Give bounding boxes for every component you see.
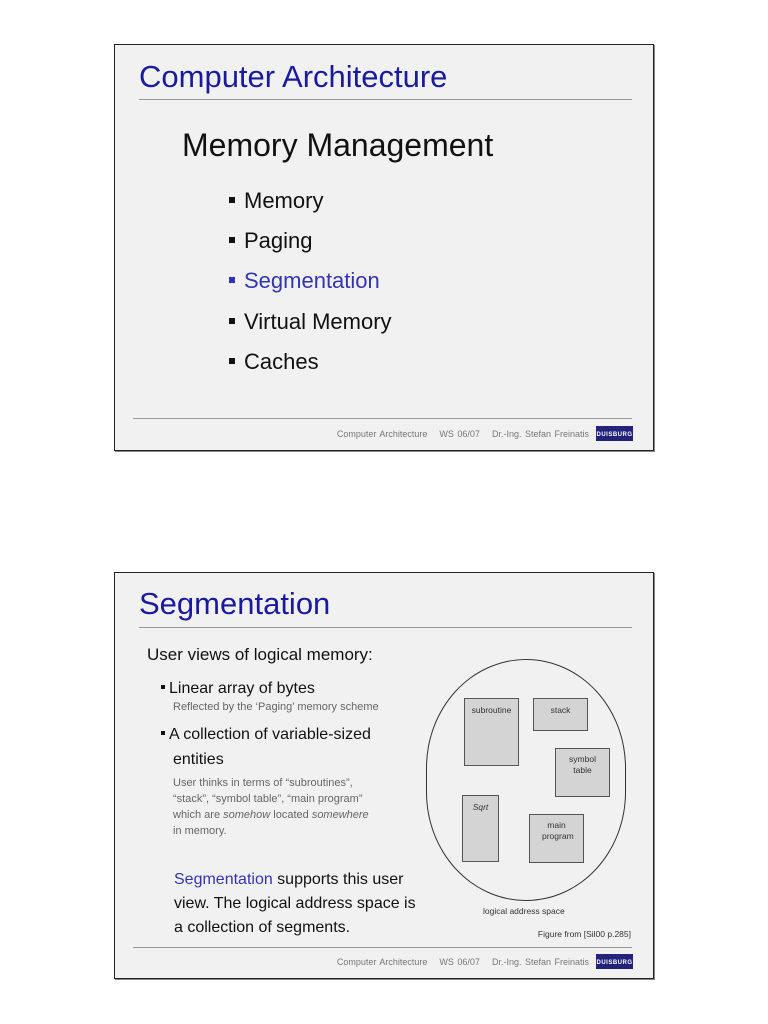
bullet-segmentation: Segmentation: [229, 268, 380, 294]
slide-title: Computer Architecture: [139, 59, 448, 94]
footer-divider: [133, 418, 632, 419]
figure-caption: logical address space: [483, 906, 565, 916]
title-divider: [139, 99, 632, 100]
bullet-linear-array: Linear array of bytes: [161, 680, 315, 698]
university-logo: DUISBURG: [596, 954, 633, 969]
segment-sqrt: Sqrt: [462, 795, 499, 862]
slide-2: Segmentation User views of logical memor…: [114, 572, 654, 979]
figure-source: Figure from [Sil00 p.285]: [537, 929, 631, 939]
segment-subroutine: subroutine: [464, 698, 519, 766]
bullet-memory: Memory: [229, 188, 323, 214]
bullet-caches: Caches: [229, 349, 319, 375]
bullet-collection: A collection of variable-sized: [161, 726, 371, 744]
slide-title: Segmentation: [139, 586, 331, 621]
summary-text: Segmentation supports this user view. Th…: [174, 871, 416, 936]
university-logo: DUISBURG: [596, 426, 633, 441]
intro-text: User views of logical memory:: [147, 645, 373, 664]
bullet-note: Reflected by the ‘Paging’ memory scheme: [173, 701, 379, 713]
slide-1: Computer Architecture Memory Management …: [114, 44, 654, 451]
segment-symbol-table: symbol table: [555, 748, 610, 797]
bullet-paging: Paging: [229, 228, 313, 254]
bullet-virtual-memory: Virtual Memory: [229, 309, 392, 335]
slide-subtitle: Memory Management: [182, 127, 494, 163]
footer-divider: [133, 947, 632, 948]
segment-stack: stack: [533, 698, 588, 731]
bullet-collection-cont: entities: [173, 751, 224, 768]
address-space-ellipse: [426, 659, 626, 901]
segment-main-program: main program: [529, 814, 584, 863]
title-divider: [139, 627, 632, 628]
bullet-note: User thinks in terms of “subroutines”, “…: [173, 777, 369, 837]
